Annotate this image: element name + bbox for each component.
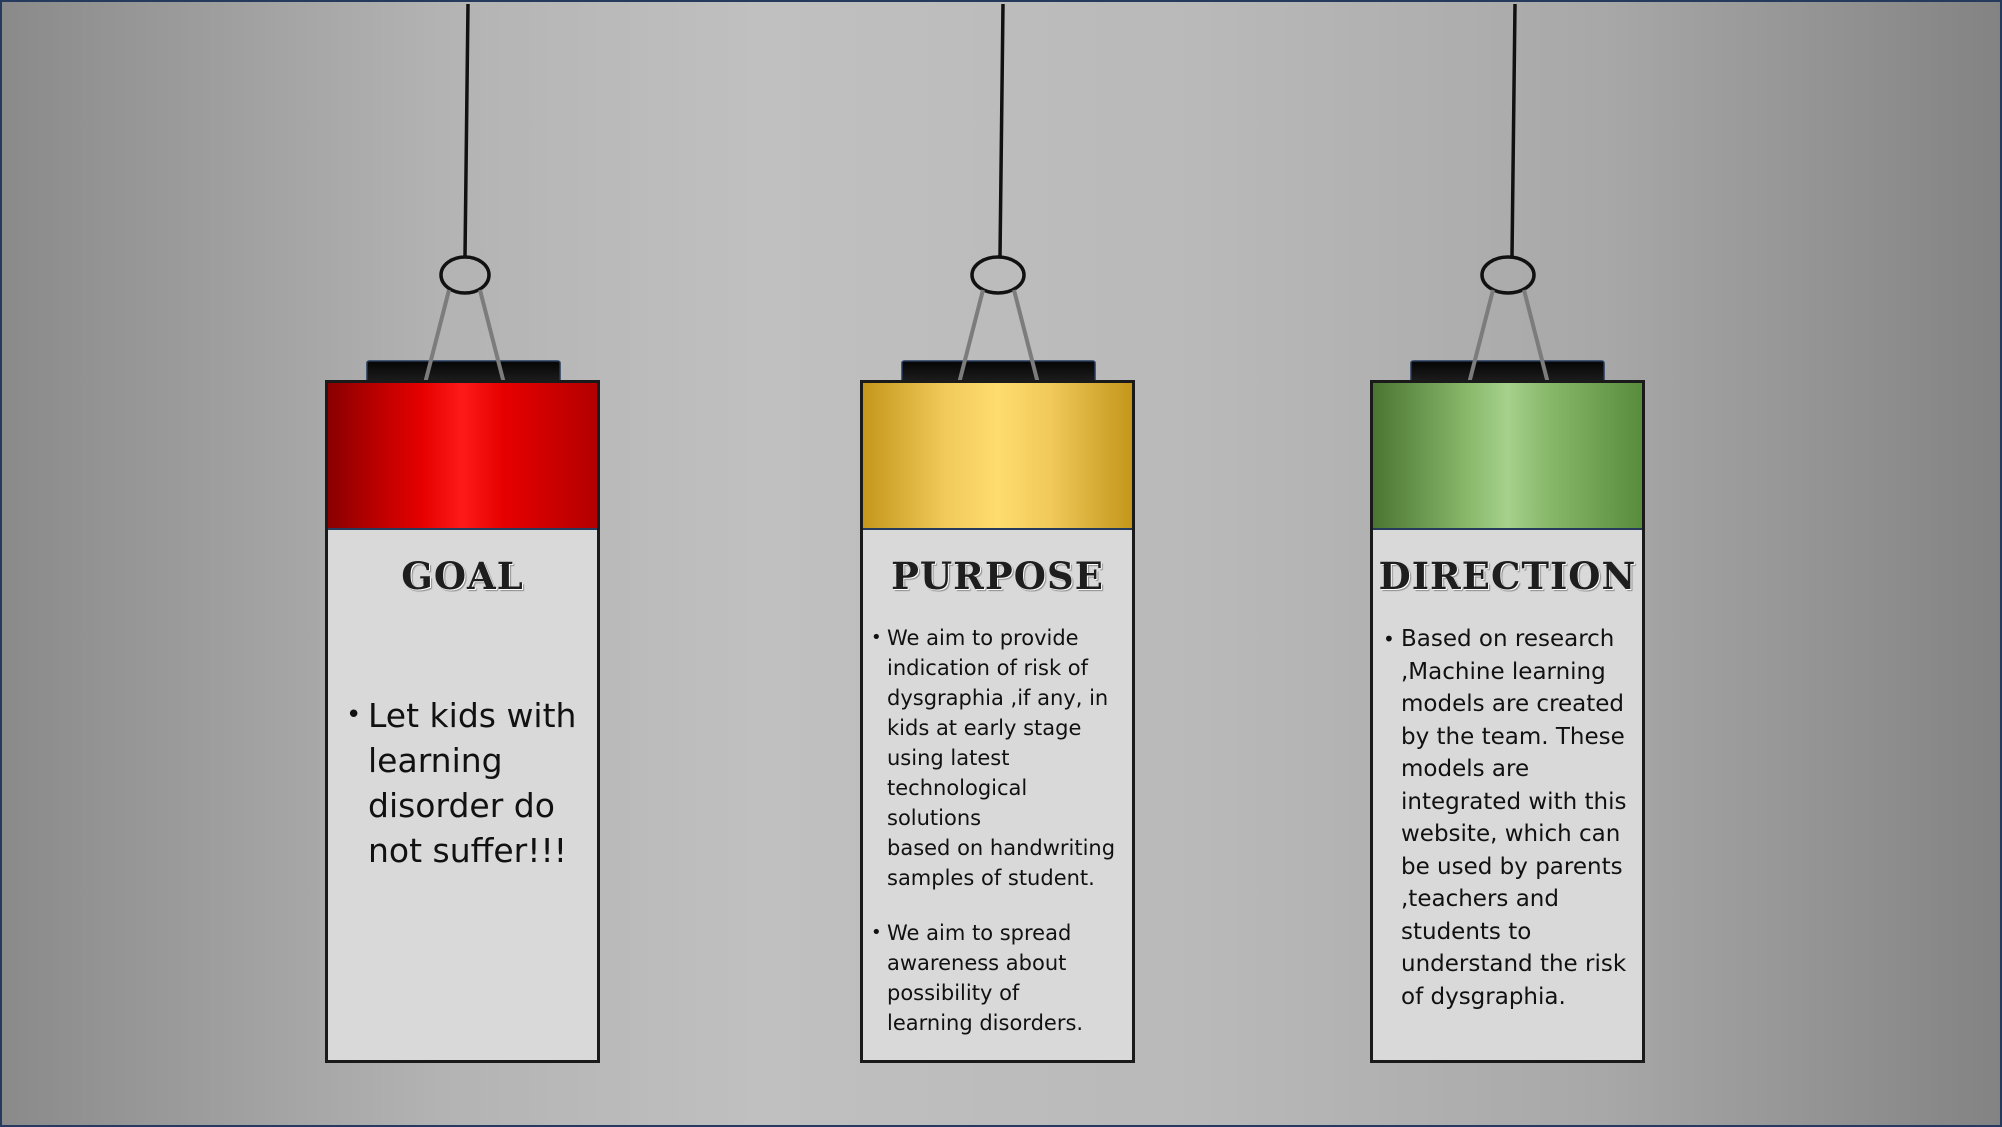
bullet-text: We aim to spread awareness about possibi… bbox=[887, 921, 1084, 1035]
bullet-item: We aim to spread awareness about possibi… bbox=[871, 918, 1135, 1038]
card-purpose: PURPOSE We aim to provide indication of … bbox=[860, 380, 1135, 1063]
bullet-item: Let kids with learning disorder do not s… bbox=[346, 693, 593, 873]
bullet-item: We aim to provide indication of risk of … bbox=[871, 623, 1135, 893]
binder-clip-goal bbox=[366, 3, 561, 446]
binder-clip-direction bbox=[1410, 3, 1605, 446]
card-body-purpose: We aim to provide indication of risk of … bbox=[871, 623, 1135, 1038]
bullet-text: Based on research ,Machine learning mode… bbox=[1401, 626, 1627, 1010]
card-direction: DIRECTION Based on research ,Machine lea… bbox=[1370, 380, 1645, 1063]
binder-clip-purpose bbox=[901, 3, 1096, 446]
card-goal: GOAL Let kids with learning disorder do … bbox=[325, 380, 600, 1063]
card-header-goal bbox=[328, 383, 597, 530]
card-body-goal: Let kids with learning disorder do not s… bbox=[346, 693, 593, 873]
card-header-purpose bbox=[863, 383, 1132, 530]
card-body-direction: Based on research ,Machine learning mode… bbox=[1383, 623, 1645, 1013]
card-header-direction bbox=[1373, 383, 1642, 530]
card-title-direction: DIRECTION bbox=[1378, 554, 1637, 598]
bullet-text: Let kids with learning disorder do not s… bbox=[368, 696, 577, 870]
bullet-item: Based on research ,Machine learning mode… bbox=[1383, 623, 1645, 1013]
bullet-text: We aim to provide indication of risk of … bbox=[887, 626, 1116, 890]
card-title-goal: GOAL bbox=[401, 554, 524, 598]
card-title-purpose: PURPOSE bbox=[891, 554, 1104, 598]
